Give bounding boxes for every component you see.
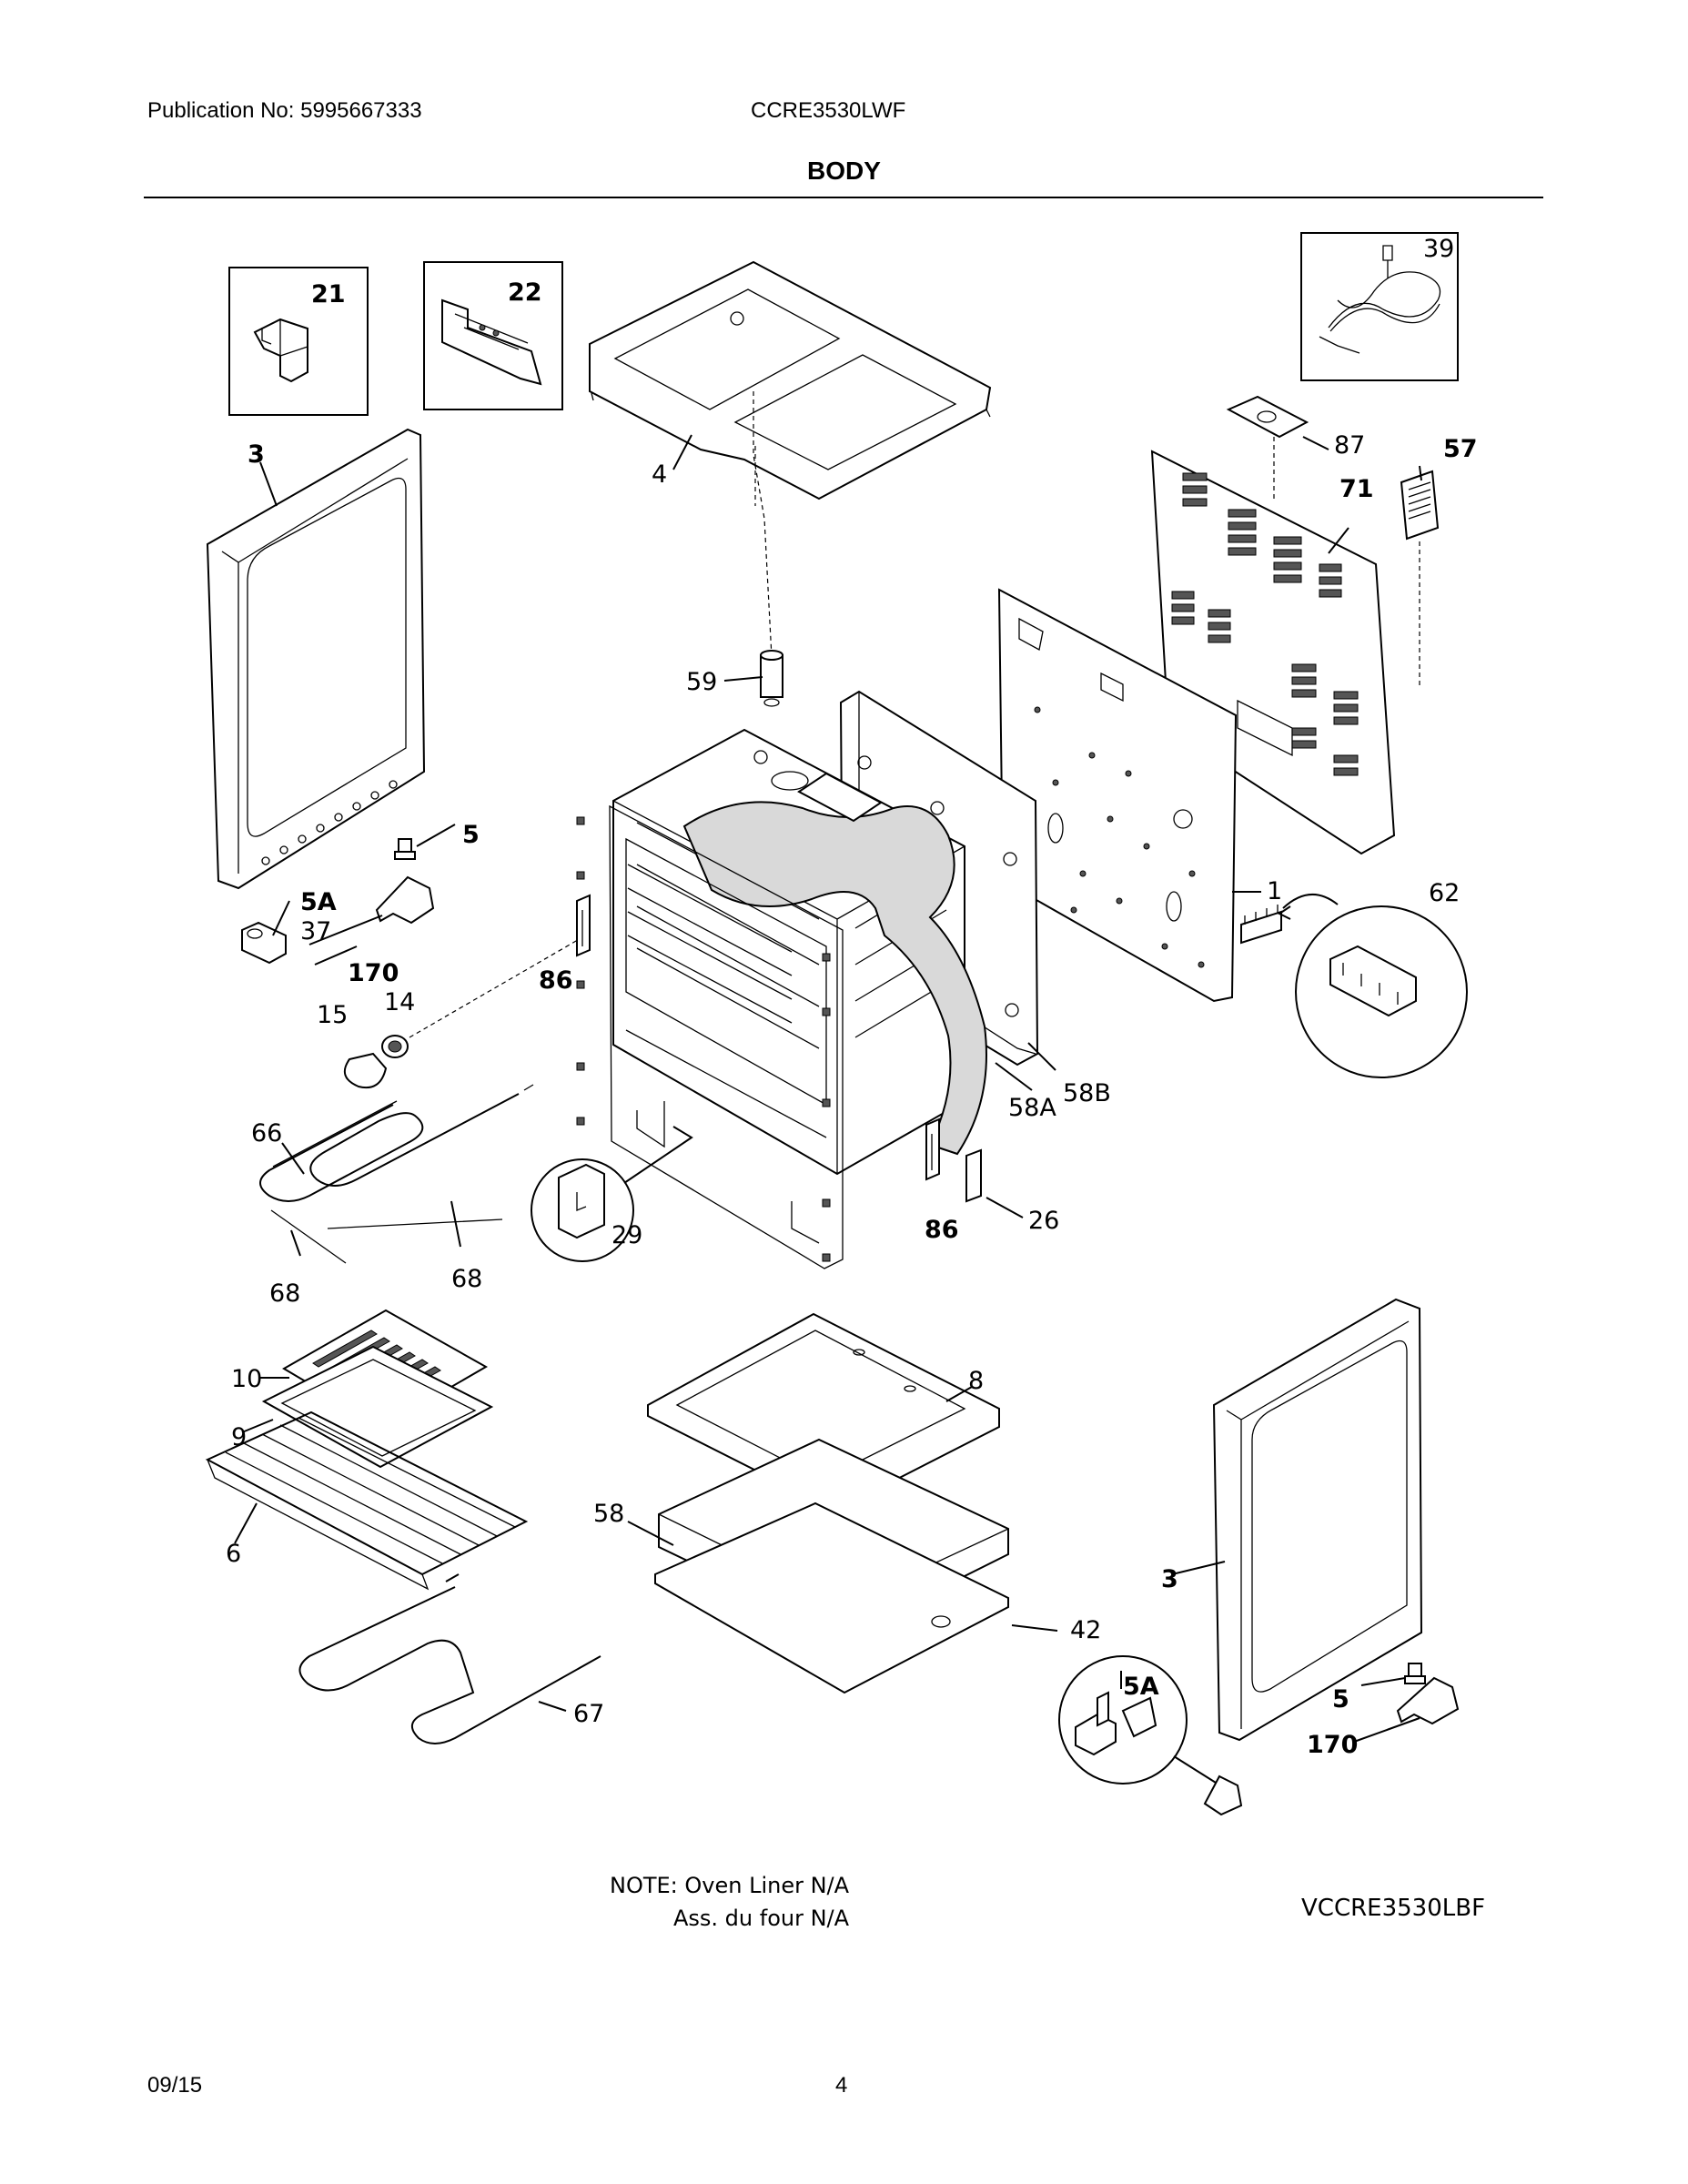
inset-part-21 xyxy=(228,267,369,416)
part-3-right-side-panel xyxy=(1212,1298,1423,1742)
footer-page-number: 4 xyxy=(835,2073,848,2098)
callout-15: 15 xyxy=(317,1001,348,1029)
part-5A-leg-bracket-left xyxy=(241,875,435,966)
note-line-french: Ass. du four N/A xyxy=(673,1906,850,1931)
part-86-hinge-receiver-left xyxy=(576,894,591,957)
callout-68-right: 68 xyxy=(451,1265,482,1293)
callout-4: 4 xyxy=(652,460,667,489)
part-26-bracket xyxy=(965,1148,982,1203)
callout-39: 39 xyxy=(1423,235,1454,263)
inset-part-22 xyxy=(423,261,563,410)
exploded-parts-diagram: 21 22 39 3 4 87 57 71 59 5 5A 37 170 86 … xyxy=(205,232,1478,1816)
callout-3-right: 3 xyxy=(1161,1565,1178,1593)
callout-170-left: 170 xyxy=(348,959,399,987)
part-9-broiler-pan xyxy=(261,1345,494,1469)
leader-lines xyxy=(234,434,1422,1712)
part-68-shield xyxy=(270,1209,503,1264)
part-4-top-panel xyxy=(589,260,992,500)
part-67-bake-element xyxy=(298,1573,601,1744)
note-line-english: NOTE: Oven Liner N/A xyxy=(610,1873,850,1898)
callout-8: 8 xyxy=(968,1367,984,1395)
part-42-bottom-tray xyxy=(654,1502,1009,1694)
callout-67: 67 xyxy=(573,1700,604,1728)
footer-date: 09/15 xyxy=(147,2073,203,2098)
part-58A-insulation-wrap xyxy=(682,772,987,1156)
part-5-leveler-right xyxy=(1360,1663,1426,1686)
callout-170-right: 170 xyxy=(1307,1731,1358,1759)
variant-model-number: VCCRE3530LBF xyxy=(1301,1895,1486,1922)
callout-87: 87 xyxy=(1334,431,1365,460)
callout-26: 26 xyxy=(1028,1207,1059,1235)
callout-9: 9 xyxy=(231,1423,247,1451)
part-57-cover xyxy=(1400,470,1440,687)
callout-58B: 58B xyxy=(1063,1079,1111,1107)
part-3-left-side-panel xyxy=(206,428,426,890)
callout-5A-right: 5A xyxy=(1123,1673,1159,1701)
part-170-leg-bracket-right xyxy=(1353,1676,1460,1743)
callout-5-left: 5 xyxy=(462,821,480,849)
part-6-oven-rack xyxy=(205,1410,529,1591)
callout-86-left: 86 xyxy=(539,966,573,995)
callout-3-left: 3 xyxy=(248,440,265,469)
callout-21: 21 xyxy=(311,280,346,308)
callout-86-right: 86 xyxy=(925,1216,959,1244)
callout-labels: 21 22 39 3 4 87 57 71 59 5 5A 37 170 86 … xyxy=(226,235,1478,1759)
section-title: BODY xyxy=(807,157,881,185)
callout-62: 62 xyxy=(1429,879,1460,907)
callout-58: 58 xyxy=(593,1500,624,1528)
callout-37: 37 xyxy=(300,917,331,945)
callout-1: 1 xyxy=(1267,877,1282,905)
callout-59: 59 xyxy=(686,668,717,696)
callout-5-right: 5 xyxy=(1332,1685,1349,1714)
callout-14: 14 xyxy=(384,988,415,1016)
inset-part-62-terminal-block xyxy=(1240,893,1468,1078)
inset-part-29-hinge xyxy=(531,1126,693,1262)
callout-58A: 58A xyxy=(1008,1094,1056,1122)
callout-10: 10 xyxy=(231,1365,262,1393)
model-number: CCRE3530LWF xyxy=(751,98,906,123)
inset-part-39-power-cord xyxy=(1300,232,1459,381)
callout-29: 29 xyxy=(612,1221,642,1249)
callout-71: 71 xyxy=(1339,475,1374,503)
part-14-lamp-socket xyxy=(381,936,583,1058)
callout-42: 42 xyxy=(1070,1616,1101,1644)
callout-5A-left: 5A xyxy=(300,888,337,916)
callout-6: 6 xyxy=(226,1540,241,1568)
inset-part-5A-leg-assembly xyxy=(1058,1655,1243,1816)
part-5-leveler-left xyxy=(394,824,456,860)
callout-57: 57 xyxy=(1443,435,1478,463)
callout-66: 66 xyxy=(251,1119,282,1148)
part-66-broil-element xyxy=(259,1084,534,1202)
header-rule xyxy=(144,197,1543,198)
part-59-spacer xyxy=(753,391,783,707)
part-86-hinge-receiver-right xyxy=(925,1117,940,1181)
publication-number: Publication No: 5995667333 xyxy=(147,98,422,123)
part-87-bracket xyxy=(1226,395,1309,500)
callout-68-left: 68 xyxy=(269,1279,300,1308)
part-8-oven-bottom xyxy=(647,1312,1000,1512)
part-15-light-bulb xyxy=(343,1052,388,1088)
callout-22: 22 xyxy=(508,278,542,307)
